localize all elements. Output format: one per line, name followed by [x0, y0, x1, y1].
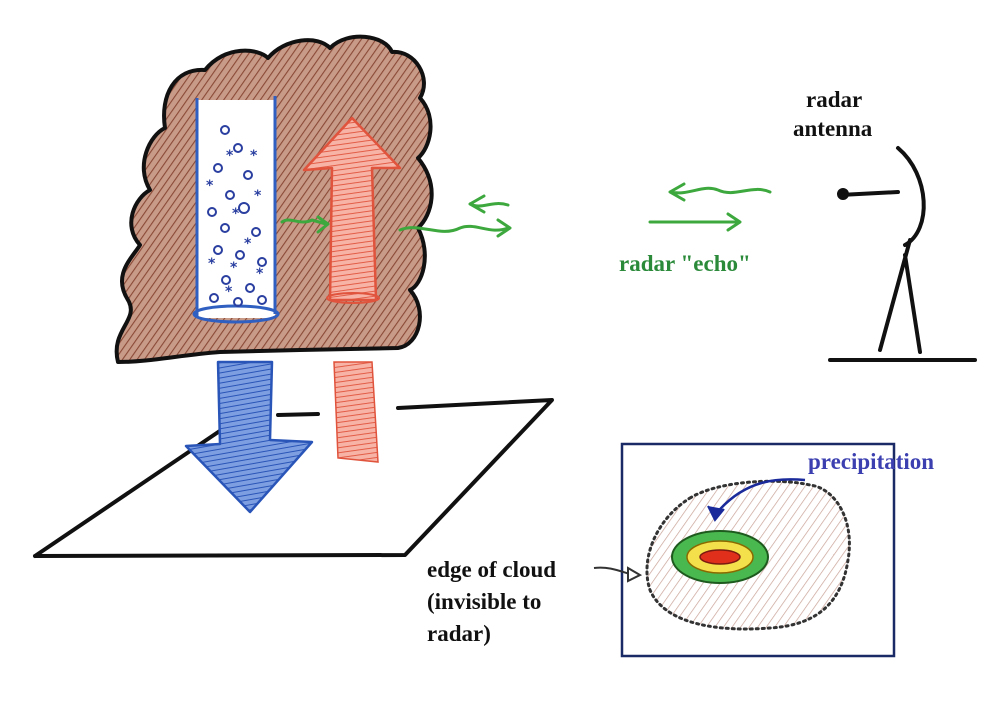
precipitation-label: precipitation	[808, 449, 935, 474]
ground-plane	[33, 398, 554, 558]
radar-antenna-label-line2: antenna	[793, 116, 873, 141]
svg-text:*: *	[254, 188, 262, 204]
svg-text:*: *	[250, 148, 258, 164]
svg-text:*: *	[208, 256, 216, 272]
echo-wave-left	[398, 218, 512, 238]
svg-text:*: *	[230, 260, 238, 276]
radar-antenna	[828, 146, 977, 362]
svg-text:*: *	[256, 266, 264, 282]
radar-echo-label: radar "echo"	[619, 251, 751, 276]
svg-text:*: *	[225, 284, 233, 300]
radar-wave-group	[280, 182, 772, 238]
edge-of-cloud-label-line3: radar)	[427, 621, 491, 646]
outgoing-wave-right	[648, 212, 742, 232]
return-wave-right	[668, 182, 772, 202]
echo-red	[699, 549, 741, 565]
precipitation-pointer	[714, 478, 806, 516]
svg-text:*: *	[232, 206, 240, 222]
antenna-dish	[896, 146, 926, 247]
edge-of-cloud-label-line1: edge of cloud	[427, 557, 557, 582]
updraft-arrow-lower	[333, 361, 379, 463]
radar-antenna-label-line1: radar	[806, 87, 863, 112]
radar-display	[593, 442, 896, 658]
edge-of-cloud-label-line2: (invisible to	[427, 589, 542, 614]
svg-text:*: *	[206, 178, 214, 194]
echo-arrow-in-cloud	[280, 215, 330, 234]
antenna-stand	[878, 238, 922, 354]
svg-text:*: *	[244, 236, 252, 252]
updraft-arrow	[302, 116, 402, 304]
return-wave-left	[468, 194, 510, 214]
downdraft-arrow	[184, 360, 314, 514]
precipitation-column: ** ** ** ** **	[192, 96, 280, 324]
svg-text:*: *	[226, 148, 234, 164]
